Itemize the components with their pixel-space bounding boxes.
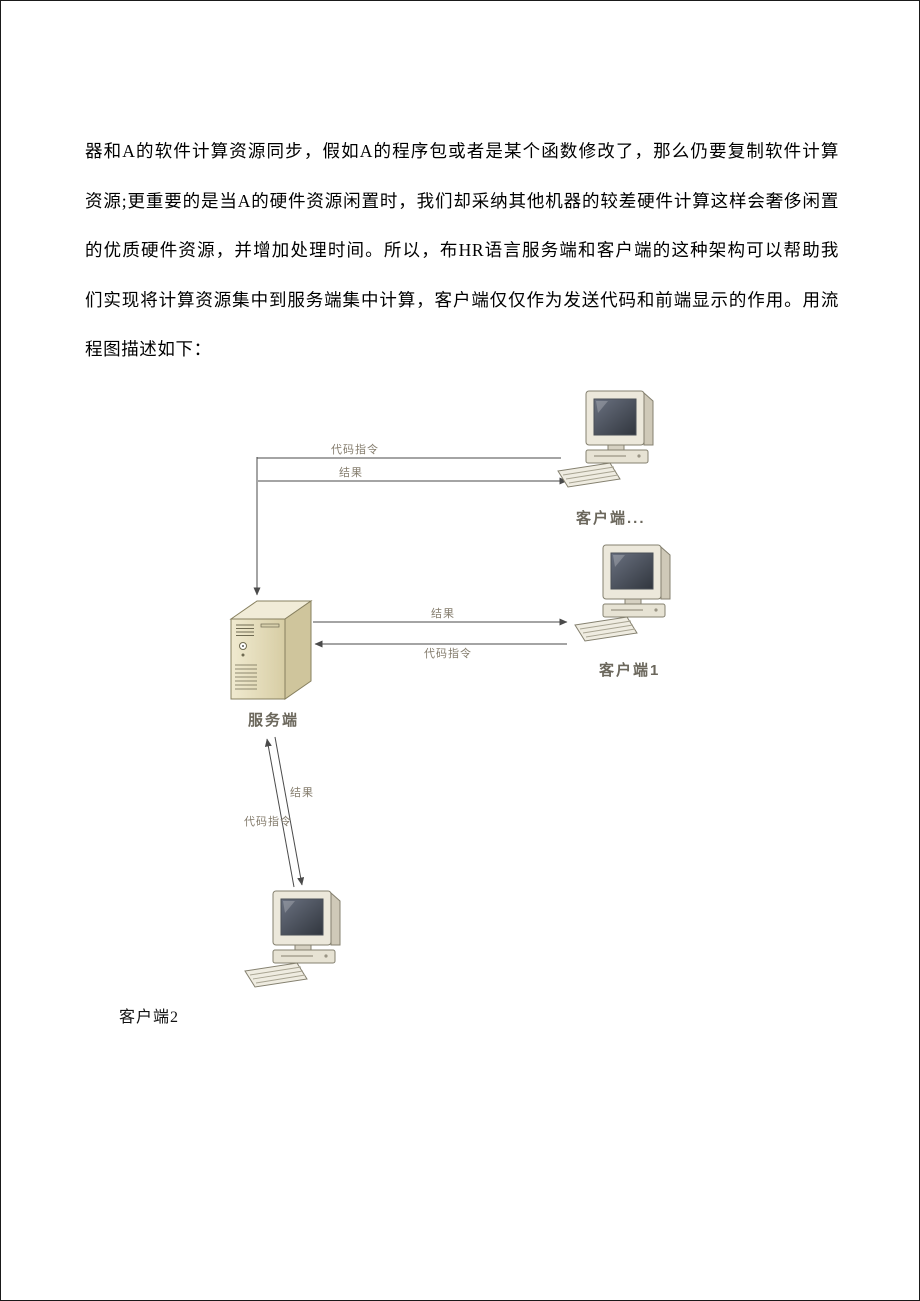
arrow-label-result-top: 结果 [339,466,363,479]
arrow-label-code-top: 代码指令 [331,442,379,456]
arrow-label-code-middle: 代码指令 [424,646,472,660]
paragraph-line: 资源;更重要的是当A的硬件资源闲置时，我们却采纳其他机器的较差硬件计算这样会奢侈… [85,190,839,211]
client-middle-label: 客户端1 [598,661,660,679]
paragraph: 器和A的软件计算资源同步，假如A的程序包或者是某个函数修改了，那么仍要复制软件计… [85,127,839,375]
arrow-group-bottom-client [264,736,305,888]
arrow-label-result-bottom: 结果 [290,786,314,799]
paragraph-line: 器和A的软件计算资源同步，假如A的程序包或者是某个函数修改了，那么仍要复制软件计… [85,141,839,161]
server-label: 服务端 [248,711,299,729]
client-bottom-computer-icon [244,890,341,988]
client-top-label: 客户端... [575,509,646,527]
arrow-label-result-middle: 结果 [431,607,455,620]
paragraph-line: 们实现将计算资源集中到服务端集中计算，客户端仅仅作为发送代码和前端显示的作用。用… [85,289,839,310]
arrow-result-bottom [274,736,305,886]
arrow-group-middle-client [313,618,568,648]
server-icon [230,600,312,700]
paragraph-line: 程图描述如下： [85,339,212,359]
client-bottom-label: 客户端2 [119,1008,179,1026]
paragraph-line: 的优质硬件资源，并增加处理时间。所以，布HR语言服务端和客户端的这种架构可以帮助… [85,240,839,260]
client-top-computer-icon [557,390,654,488]
arrow-group-top-client [253,457,568,596]
arrow-code-bottom [264,738,295,888]
arrow-label-code-bottom: 代码指令 [244,814,292,828]
client-middle-computer-icon [574,544,671,642]
